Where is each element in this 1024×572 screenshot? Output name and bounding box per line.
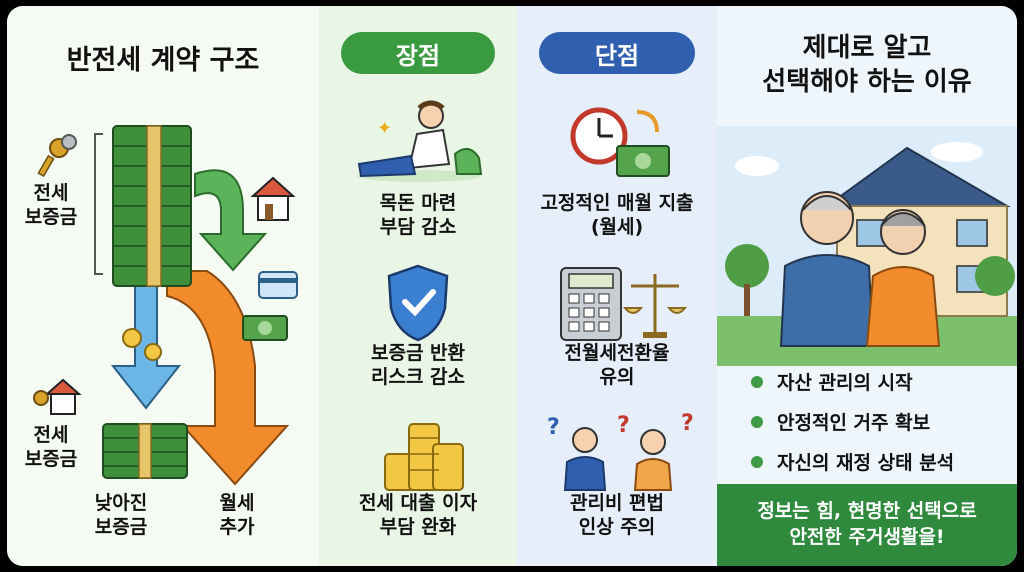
bill-icon — [242, 315, 288, 341]
reasons-title: 제대로 알고 선택해야 하는 이유 — [762, 33, 972, 97]
pros-header: 장점 — [341, 32, 495, 74]
bullet-dot-icon — [751, 415, 763, 428]
card-icon — [258, 271, 298, 299]
reason-bullet-3: 자신의 재정 상태 분석 — [751, 448, 954, 475]
green-arrow — [194, 169, 268, 272]
structure-panel: 반전세 계약 구조 — [7, 6, 319, 566]
keys-icon — [37, 134, 77, 178]
reasons-panel: 제대로 알고 선택해야 하는 이유 자산 관리의 시작 안정적인 거주 확보 — [717, 6, 1017, 566]
orange-arrow — [166, 270, 290, 486]
money-stack-icon — [112, 125, 192, 287]
svg-text:?: ? — [681, 411, 694, 436]
clock-money-icon — [570, 107, 670, 177]
house-couple-illustration — [717, 126, 1017, 366]
coin-stack-icon — [384, 423, 464, 491]
infographic-frame: 반전세 계약 구조 — [7, 6, 1017, 566]
house-icon — [250, 176, 296, 221]
bullet-dot-icon — [751, 455, 763, 468]
coin-icon — [144, 343, 162, 361]
cons-panel: 단점 고정적인 매월 지출(월세) 전 — [517, 6, 717, 566]
house-key-icon — [33, 378, 82, 415]
structure-diagram — [33, 125, 298, 486]
svg-text:✦: ✦ — [377, 118, 392, 139]
cons-header: 단점 — [539, 32, 695, 74]
structure-title: 반전세 계약 구조 — [66, 45, 260, 76]
coin-icon — [122, 328, 142, 348]
blue-arrow — [110, 275, 182, 410]
question-people-icon: ? ? ? — [547, 411, 694, 491]
svg-text:?: ? — [547, 415, 560, 440]
reason-bullet-2: 안정적인 거주 확보 — [751, 408, 930, 435]
cons-item-1: 고정적인 매월 지출(월세) — [540, 192, 694, 238]
reason-bullet-1: 자산 관리의 시작 — [751, 368, 913, 395]
relaxing-person-icon: ✦ — [357, 100, 483, 182]
calculator-scale-icon — [560, 267, 688, 341]
small-money-stack-icon — [102, 423, 188, 479]
shield-check-icon — [387, 264, 449, 342]
bullet-dot-icon — [751, 375, 763, 388]
svg-text:?: ? — [617, 413, 630, 438]
conclusion-banner: 정보는 힘, 현명한 선택으로 안전한 주거생활을! — [717, 484, 1017, 566]
